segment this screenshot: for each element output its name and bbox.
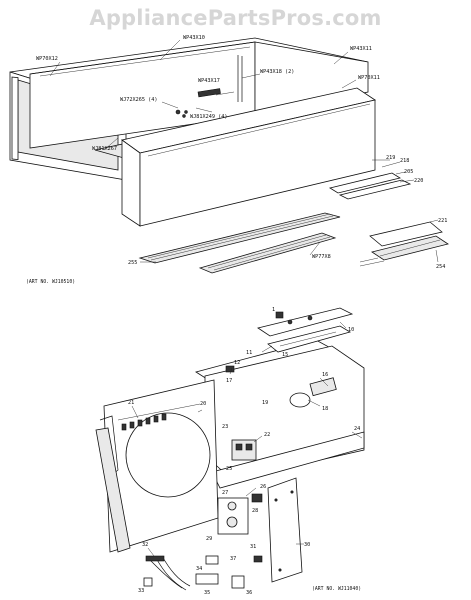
callout-24: 24 — [354, 426, 360, 432]
callout-11: 11 — [246, 350, 252, 356]
callout-15: 15 — [282, 352, 288, 358]
callout-16: 16 — [322, 372, 328, 378]
callout-205: 205 — [404, 169, 413, 175]
screw-part — [182, 114, 186, 118]
callout-27: 27 — [222, 490, 228, 496]
grille-parts — [138, 172, 449, 274]
filter-panel — [369, 221, 443, 247]
callout-wj81x249: WJ81X249 (4) — [190, 114, 227, 120]
front-cover — [121, 87, 376, 227]
callout-255: 255 — [128, 260, 137, 266]
watermark-text: AppliancePartsPros.com — [89, 6, 382, 30]
callout-17: 17 — [226, 378, 232, 384]
intake-grille — [198, 232, 337, 274]
callout-wp43x11: WP43X11 — [350, 46, 372, 52]
top-callouts: WP43X10 WP70X12 WP43X11 WP43X17 WP43X18 … — [26, 35, 447, 285]
front-cover-face — [139, 99, 376, 227]
terminal-block — [309, 377, 337, 397]
callout-220: 220 — [414, 178, 423, 184]
callout-wp70x12: WP70X12 — [36, 56, 58, 62]
callout-wp77x8: WP77X8 — [312, 254, 331, 260]
callout-1: 1 — [272, 307, 275, 313]
callout-31: 31 — [250, 544, 256, 550]
callout-32: 32 — [142, 542, 148, 548]
callout-19: 19 — [262, 400, 268, 406]
control-board — [267, 325, 352, 353]
callout-34: 34 — [196, 566, 202, 572]
callout-221: 221 — [438, 218, 447, 224]
grille-slot — [338, 179, 412, 200]
bracket-part — [197, 88, 221, 98]
callout-wp43x10: WP43X10 — [183, 35, 205, 41]
callout-wj72x265: WJ72X265 (4) — [120, 97, 157, 103]
control-cover — [257, 307, 354, 337]
screw-part — [184, 110, 188, 114]
callout-219: 219 — [386, 155, 395, 161]
front-cover-side — [121, 139, 141, 227]
callout-218: 218 — [400, 158, 409, 164]
mounting-flange — [11, 76, 19, 161]
chassis-assembly — [95, 307, 365, 591]
screw-part — [175, 109, 181, 115]
callout-12: 12 — [234, 360, 240, 366]
callout-33: 33 — [138, 588, 144, 594]
callout-22: 22 — [264, 432, 270, 438]
switch-part — [225, 365, 235, 373]
terminal-strip — [121, 413, 167, 431]
bottom-leader-lines — [131, 321, 363, 557]
callout-21: 21 — [128, 400, 134, 406]
bottom-callouts: 1 10 11 12 15 16 17 18 19 20 21 22 23 24… — [128, 307, 361, 596]
access-panel — [267, 477, 303, 583]
callout-wj81x267: WJ81X267 — [92, 146, 117, 152]
fan-opening — [125, 412, 211, 498]
art-number-top: (ART NO. WJ10510) — [26, 279, 75, 285]
callout-wp70x11: WP70X11 — [358, 75, 380, 81]
art-number-bottom: (ART NO. WJ11040) — [312, 586, 361, 592]
callout-37: 37 — [230, 556, 236, 562]
wire-harness — [143, 555, 245, 591]
callout-254: 254 — [436, 264, 445, 270]
callout-29: 29 — [206, 536, 212, 542]
side-bracket — [95, 427, 131, 553]
relay-block — [231, 439, 257, 461]
callout-30: 30 — [304, 542, 310, 548]
callout-wp43x18: WP43X18 (2) — [260, 69, 294, 75]
callout-wp43x17: WP43X17 — [198, 78, 220, 84]
top-leader-lines — [49, 39, 439, 263]
capacitor — [289, 392, 311, 408]
callout-25: 25 — [226, 466, 232, 472]
callout-10: 10 — [348, 327, 354, 333]
grille-slot — [328, 172, 402, 194]
clip-part — [205, 555, 219, 565]
callout-18: 18 — [322, 406, 328, 412]
callout-36: 36 — [246, 590, 252, 596]
callout-20: 20 — [200, 401, 206, 407]
callout-23: 23 — [222, 424, 228, 430]
callout-26: 26 — [260, 484, 266, 490]
callout-28: 28 — [252, 508, 258, 514]
callout-35: 35 — [204, 590, 210, 596]
